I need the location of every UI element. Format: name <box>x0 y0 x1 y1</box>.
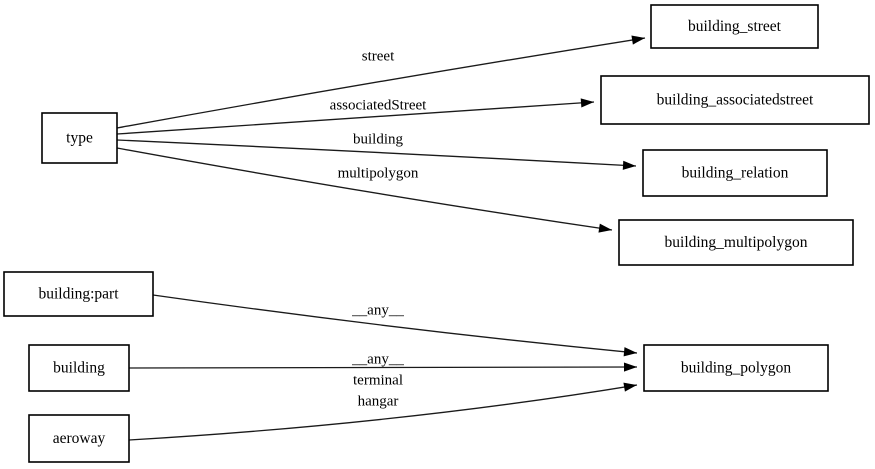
node-building_polygon[interactable]: building_polygon <box>643 344 829 392</box>
arrow-head-icon <box>580 98 594 108</box>
node-box <box>3 271 154 317</box>
node-label: type <box>66 130 93 147</box>
node-label: aeroway <box>53 430 106 447</box>
node-box <box>28 414 130 463</box>
node-building_associatedstreet[interactable]: building_associatedstreet <box>600 75 870 125</box>
node-type[interactable]: type <box>41 112 118 164</box>
edge-line <box>152 294 638 354</box>
edge-label: terminal <box>353 372 403 388</box>
edge-label: __any__ <box>351 351 404 367</box>
edge-labels-layer: street associatedStreet building multipolyg… <box>330 48 427 409</box>
edge-label: multipolygon <box>338 165 419 181</box>
edge-line <box>116 139 637 167</box>
edge-line <box>116 147 613 231</box>
node-building_street[interactable]: building_street <box>650 4 819 49</box>
edge-line <box>116 37 646 129</box>
node-label: building_street <box>688 18 782 35</box>
edge-label: __any__ <box>351 302 404 318</box>
arrow-head-icon <box>623 347 637 357</box>
edge-line <box>128 366 638 369</box>
node-label: building <box>53 360 105 377</box>
node-box <box>28 344 130 392</box>
edge-label: hangar <box>358 393 399 409</box>
edge-label: associatedStreet <box>330 97 427 113</box>
node-box <box>650 4 819 49</box>
edge-building-to-building_polygon <box>128 362 638 372</box>
arrow-head-icon <box>631 35 645 45</box>
node-label: building_associatedstreet <box>657 92 814 109</box>
node-label: building_relation <box>682 165 789 182</box>
node-box <box>642 149 828 197</box>
node-box <box>600 75 870 125</box>
edge-line <box>116 101 595 135</box>
edge-building_part-to-building_polygon <box>152 294 638 357</box>
edge-type-to-building_street <box>116 35 646 129</box>
arrow-head-icon <box>623 362 637 372</box>
node-label: building:part <box>38 286 119 303</box>
arrow-head-icon <box>622 160 636 170</box>
edge-type-to-building_associatedstreet <box>116 98 595 135</box>
edge-label: building <box>353 131 404 147</box>
node-box <box>643 344 829 392</box>
node-box <box>618 219 854 266</box>
edge-type-to-building_relation <box>116 139 637 170</box>
arrow-head-icon <box>623 382 637 392</box>
edge-aeroway-to-building_polygon <box>128 382 638 441</box>
node-building_relation[interactable]: building_relation <box>642 149 828 197</box>
nodes-layer: type building_street building_associatedst… <box>3 4 870 463</box>
node-building[interactable]: building <box>28 344 130 392</box>
edge-line <box>128 384 638 441</box>
edge-type-to-building_multipolygon <box>116 147 613 233</box>
node-label: building_polygon <box>681 360 791 377</box>
node-building_multipolygon[interactable]: building_multipolygon <box>618 219 854 266</box>
edge-label: street <box>362 48 395 64</box>
arrow-head-icon <box>598 223 612 233</box>
node-building_part[interactable]: building:part <box>3 271 154 317</box>
node-label: building_multipolygon <box>665 234 808 251</box>
node-box <box>41 112 118 164</box>
node-aeroway[interactable]: aeroway <box>28 414 130 463</box>
edges-layer <box>116 35 646 441</box>
